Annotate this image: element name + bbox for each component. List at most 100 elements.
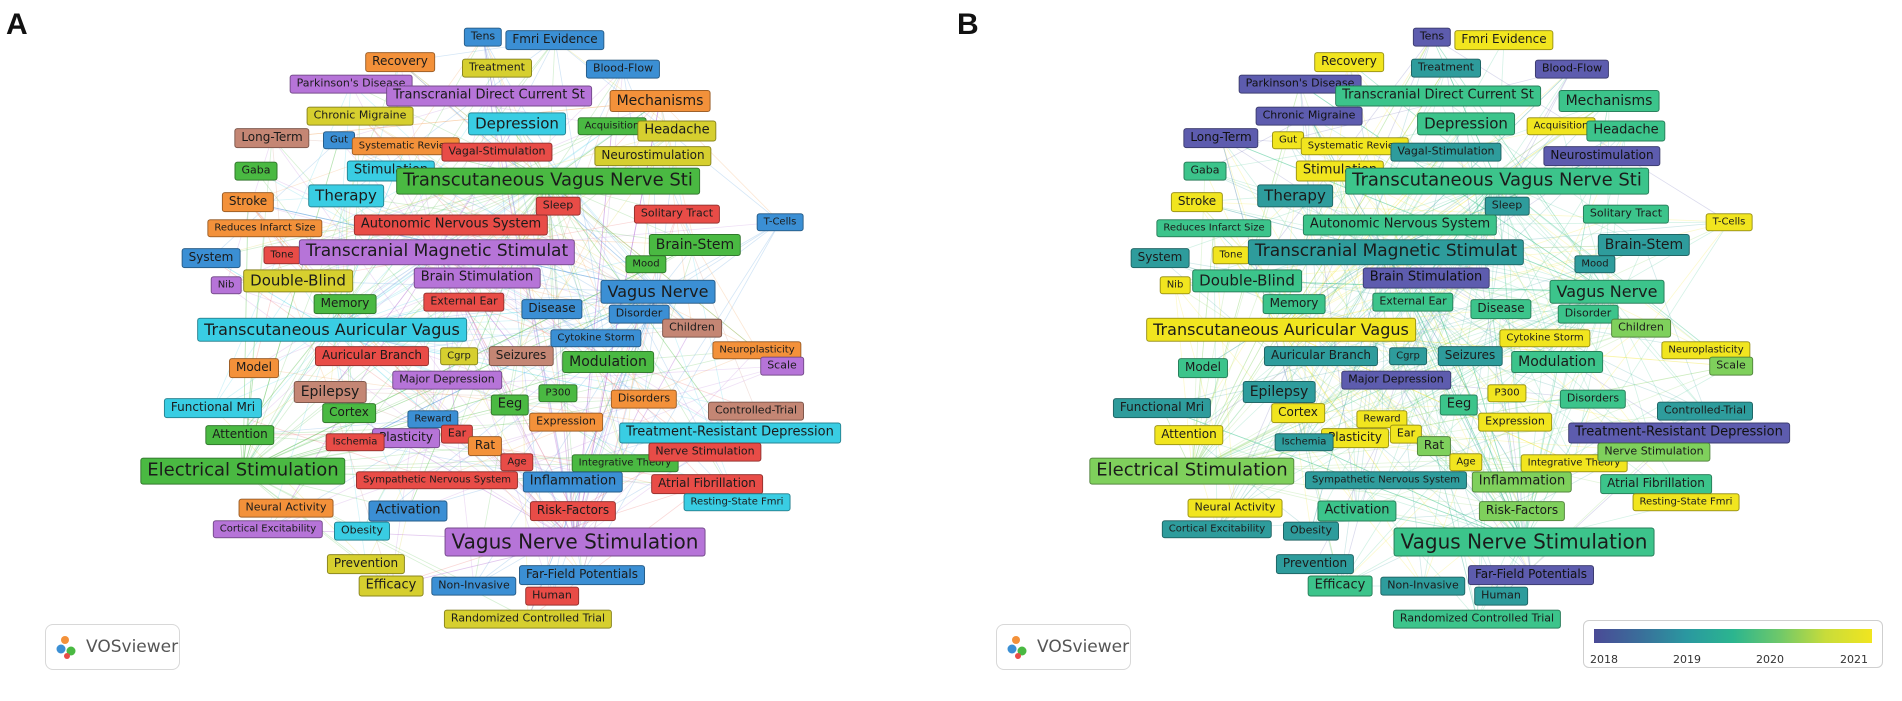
- keyword-node[interactable]: Long-Term: [1183, 128, 1259, 148]
- keyword-node[interactable]: Brain Stimulation: [1362, 267, 1490, 289]
- keyword-node[interactable]: Treatment-Resistant Depression: [1568, 422, 1790, 444]
- keyword-node[interactable]: Controlled-Trial: [1656, 401, 1754, 421]
- keyword-node[interactable]: Randomized Controlled Trial: [443, 609, 613, 629]
- keyword-node[interactable]: Therapy: [308, 184, 384, 208]
- keyword-node[interactable]: Blood-Flow: [1534, 59, 1610, 79]
- keyword-node[interactable]: Mechanisms: [609, 89, 711, 113]
- keyword-node[interactable]: Long-Term: [234, 128, 310, 148]
- keyword-node[interactable]: Fmri Evidence: [1454, 30, 1554, 50]
- keyword-node[interactable]: Reduces Infarct Size: [207, 219, 323, 237]
- keyword-node[interactable]: Children: [1611, 318, 1671, 338]
- keyword-node[interactable]: Disorder: [1557, 304, 1619, 324]
- keyword-node[interactable]: Plasticity: [1321, 428, 1389, 448]
- keyword-node[interactable]: Double-Blind: [1192, 269, 1302, 293]
- keyword-node[interactable]: Resting-State Fmri: [1632, 493, 1740, 511]
- keyword-node[interactable]: Expression: [1478, 412, 1552, 432]
- keyword-node[interactable]: Children: [662, 318, 722, 338]
- keyword-node[interactable]: Epilepsy: [293, 380, 367, 404]
- keyword-node[interactable]: Scale: [760, 356, 804, 376]
- keyword-node[interactable]: Vagus Nerve: [600, 279, 716, 305]
- keyword-node[interactable]: Transcranial Magnetic Stimulat: [298, 239, 576, 265]
- keyword-node[interactable]: Electrical Stimulation: [1089, 457, 1295, 485]
- keyword-node[interactable]: Double-Blind: [243, 269, 353, 293]
- keyword-node[interactable]: Disease: [1470, 299, 1532, 319]
- keyword-node[interactable]: Inflammation: [522, 471, 624, 493]
- keyword-node[interactable]: Functional Mri: [163, 398, 263, 418]
- keyword-node[interactable]: Attention: [205, 425, 275, 445]
- keyword-node[interactable]: Age: [500, 453, 534, 471]
- keyword-node[interactable]: Age: [1449, 453, 1483, 471]
- keyword-node[interactable]: Human: [525, 586, 579, 606]
- keyword-node[interactable]: Far-Field Potentials: [1468, 565, 1594, 585]
- keyword-node[interactable]: Disease: [521, 299, 583, 319]
- keyword-node[interactable]: Model: [228, 358, 280, 378]
- keyword-node[interactable]: Auricular Branch: [314, 346, 430, 366]
- keyword-node[interactable]: Plasticity: [372, 428, 440, 448]
- keyword-node[interactable]: Ischemia: [325, 433, 385, 451]
- keyword-node[interactable]: Vagal-Stimulation: [441, 142, 553, 162]
- keyword-node[interactable]: Vagus Nerve: [1549, 279, 1665, 305]
- keyword-node[interactable]: Rat: [1416, 436, 1452, 456]
- keyword-node[interactable]: Acquisition: [1526, 117, 1596, 135]
- keyword-node[interactable]: Non-Invasive: [431, 576, 517, 596]
- keyword-node[interactable]: Expression: [529, 412, 603, 432]
- keyword-node[interactable]: Modulation: [562, 350, 654, 374]
- keyword-node[interactable]: System: [181, 248, 241, 268]
- keyword-node[interactable]: Gut: [322, 131, 356, 149]
- keyword-node[interactable]: System: [1130, 248, 1190, 268]
- keyword-node[interactable]: Reward: [407, 410, 459, 428]
- keyword-node[interactable]: Neural Activity: [238, 498, 334, 518]
- keyword-node[interactable]: Cortical Excitability: [212, 520, 324, 538]
- keyword-node[interactable]: Mood: [625, 255, 667, 273]
- keyword-node[interactable]: Headache: [1586, 120, 1666, 142]
- keyword-node[interactable]: Cortex: [322, 403, 376, 423]
- keyword-node[interactable]: Non-Invasive: [1380, 576, 1466, 596]
- keyword-node[interactable]: Mechanisms: [1558, 89, 1660, 113]
- keyword-node[interactable]: Cytokine Storm: [1499, 329, 1591, 347]
- keyword-node[interactable]: Attention: [1154, 425, 1224, 445]
- keyword-node[interactable]: Treatment: [1411, 58, 1481, 78]
- keyword-node[interactable]: Parkinson's Disease: [289, 74, 413, 94]
- keyword-node[interactable]: Treatment: [462, 58, 532, 78]
- keyword-node[interactable]: T-Cells: [756, 213, 804, 231]
- keyword-node[interactable]: Stroke: [221, 192, 275, 212]
- keyword-node[interactable]: Major Depression: [392, 370, 502, 390]
- keyword-node[interactable]: Ear: [440, 424, 474, 444]
- keyword-node[interactable]: Disorders: [610, 389, 678, 409]
- keyword-node[interactable]: Obesity: [333, 521, 391, 541]
- keyword-node[interactable]: Human: [1474, 586, 1528, 606]
- keyword-node[interactable]: Controlled-Trial: [707, 401, 805, 421]
- keyword-node[interactable]: Tens: [463, 27, 503, 47]
- keyword-node[interactable]: Sleep: [1484, 196, 1530, 216]
- keyword-node[interactable]: Obesity: [1282, 521, 1340, 541]
- keyword-node[interactable]: Memory: [313, 294, 377, 314]
- keyword-node[interactable]: Transcutaneous Vagus Nerve Sti: [1345, 167, 1649, 195]
- keyword-node[interactable]: Disorders: [1559, 389, 1627, 409]
- keyword-node[interactable]: Ear: [1389, 424, 1423, 444]
- keyword-node[interactable]: Major Depression: [1341, 370, 1451, 390]
- keyword-node[interactable]: Tone: [263, 246, 301, 264]
- keyword-node[interactable]: Vagal-Stimulation: [1390, 142, 1502, 162]
- keyword-node[interactable]: Solitary Tract: [1582, 204, 1670, 224]
- keyword-node[interactable]: Activation: [1317, 500, 1397, 522]
- keyword-node[interactable]: Eeg: [490, 394, 530, 416]
- keyword-node[interactable]: Transcutaneous Auricular Vagus: [197, 317, 467, 343]
- keyword-node[interactable]: Cortex: [1271, 403, 1325, 423]
- keyword-node[interactable]: Parkinson's Disease: [1238, 74, 1362, 94]
- keyword-node[interactable]: Ischemia: [1274, 433, 1334, 451]
- keyword-node[interactable]: Far-Field Potentials: [519, 565, 645, 585]
- keyword-node[interactable]: Tone: [1212, 246, 1250, 264]
- keyword-node[interactable]: P300: [1487, 384, 1527, 402]
- keyword-node[interactable]: Headache: [637, 120, 717, 142]
- keyword-node[interactable]: Atrial Fibrillation: [651, 474, 763, 494]
- keyword-node[interactable]: Brain Stimulation: [413, 267, 541, 289]
- keyword-node[interactable]: Sympathetic Nervous System: [1304, 471, 1468, 489]
- keyword-node[interactable]: Cortical Excitability: [1161, 520, 1273, 538]
- keyword-node[interactable]: Recovery: [1314, 52, 1384, 72]
- keyword-node[interactable]: Nerve Stimulation: [1597, 442, 1711, 462]
- keyword-node[interactable]: Recovery: [365, 52, 435, 72]
- keyword-node[interactable]: Efficacy: [358, 575, 424, 597]
- keyword-node[interactable]: Resting-State Fmri: [683, 493, 791, 511]
- keyword-node[interactable]: Vagus Nerve Stimulation: [444, 527, 706, 557]
- keyword-node[interactable]: Neural Activity: [1187, 498, 1283, 518]
